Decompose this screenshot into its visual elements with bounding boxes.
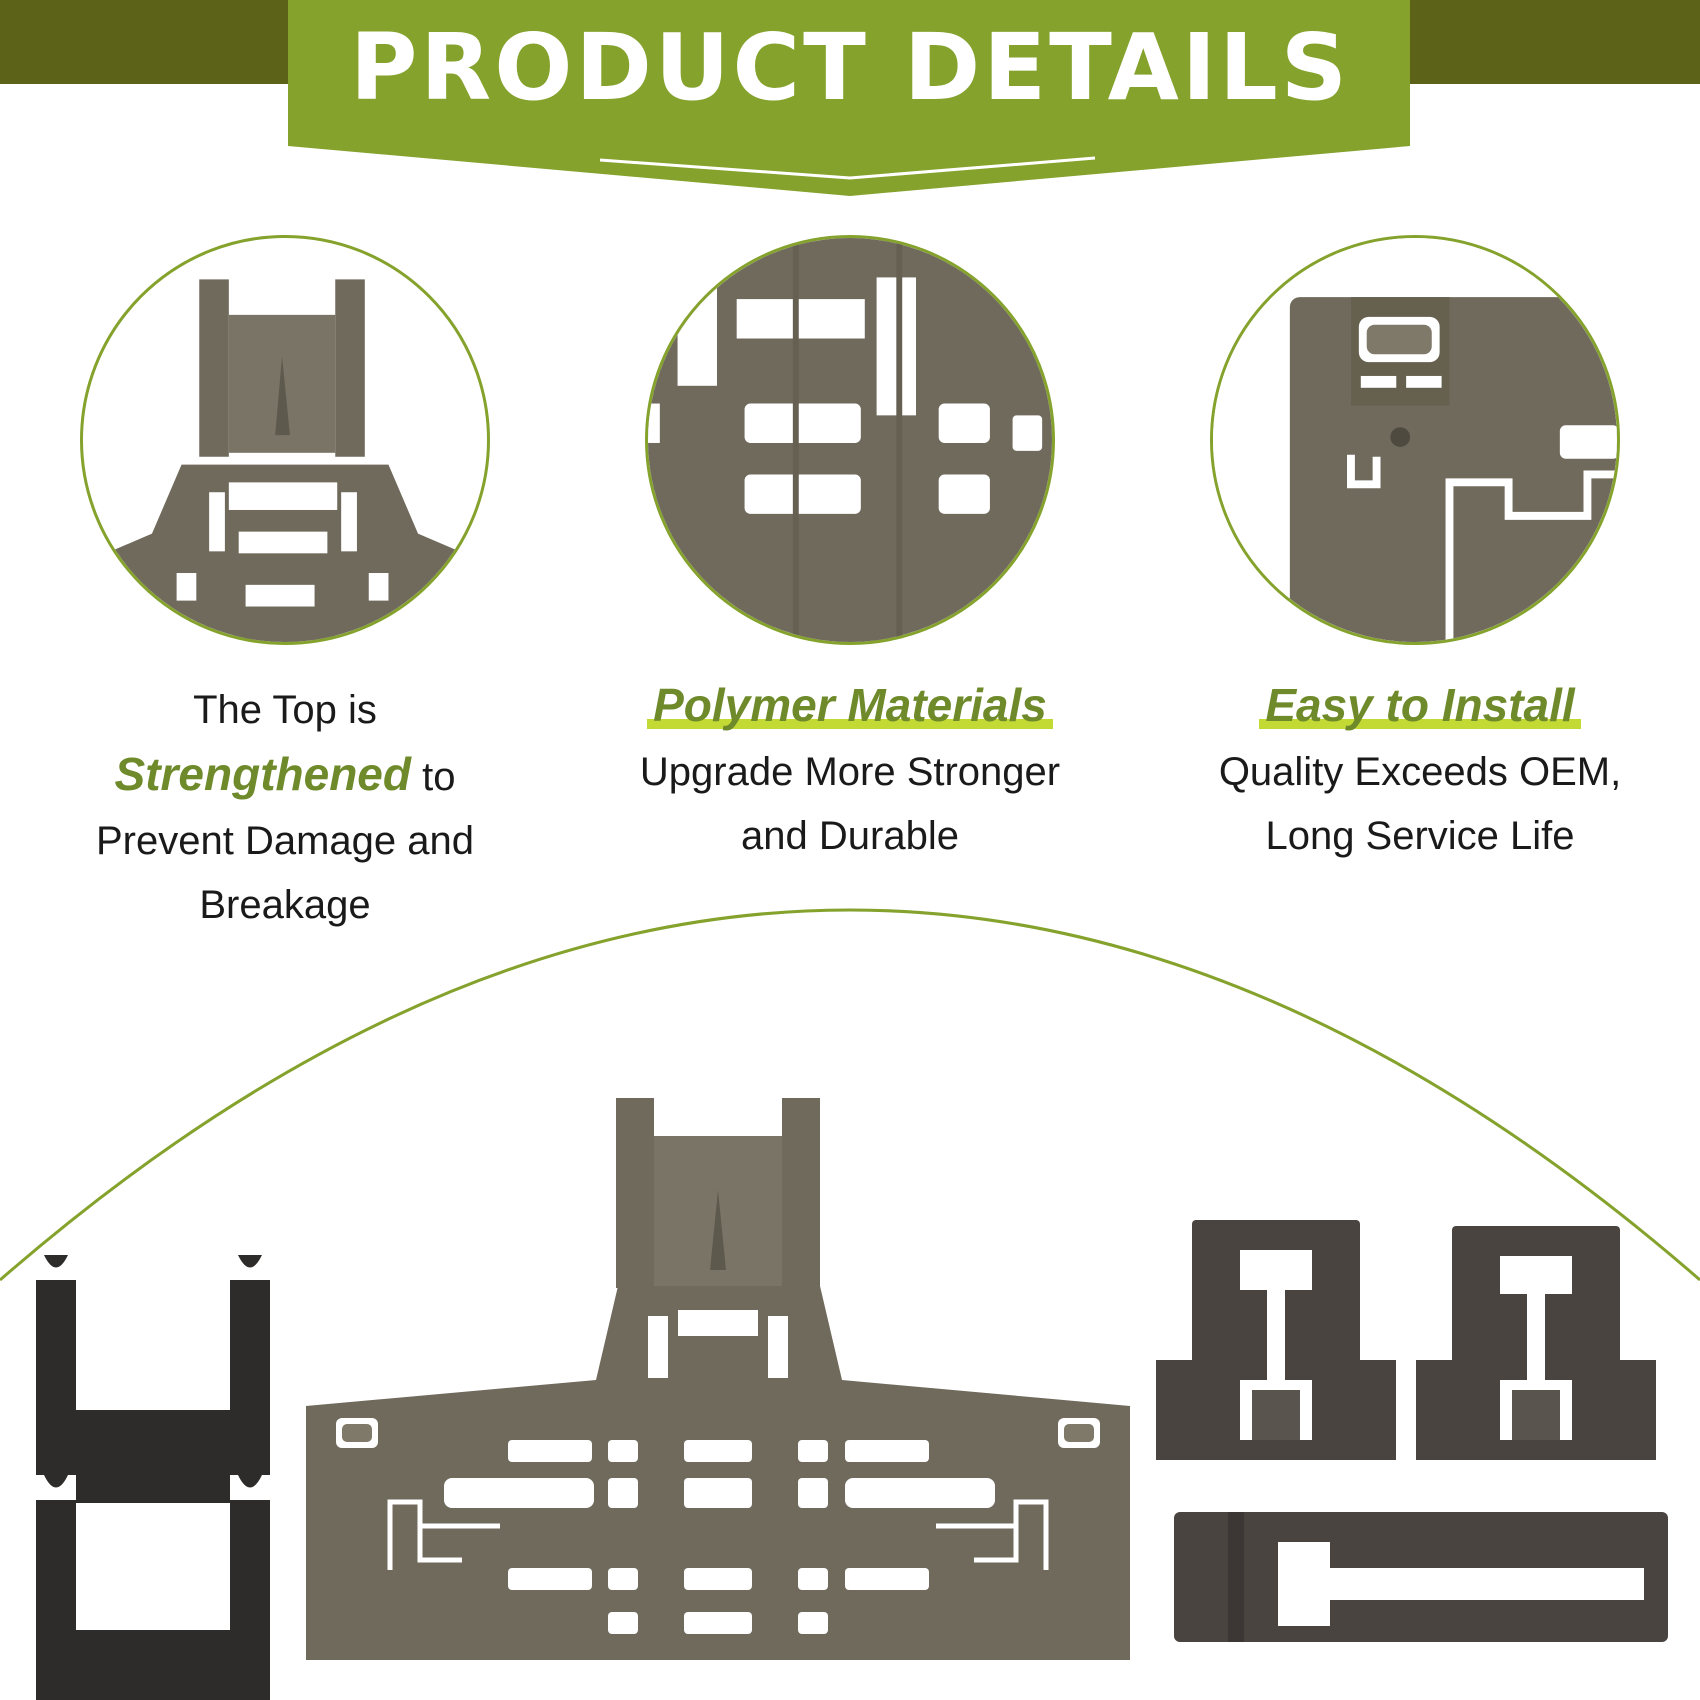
- detail-circle-install: [1210, 235, 1620, 645]
- caption-line: Upgrade More Stronger: [639, 750, 1061, 794]
- header-banner: [0, 0, 1700, 196]
- main-rack-adjuster: [306, 1098, 1130, 1660]
- feature-heading: Polymer Materials: [647, 675, 1053, 735]
- page-title: PRODUCT DETAILS: [350, 14, 1350, 121]
- black-clip-upper: [36, 1255, 270, 1503]
- feature-caption-install: Easy to Install Quality Exceeds OEM, Lon…: [1170, 675, 1670, 868]
- caption-emphasis: Strengthened: [114, 748, 411, 800]
- caption-line: The Top is: [193, 688, 377, 732]
- detail-circle-top: [80, 235, 490, 645]
- feature-heading: Easy to Install: [1259, 675, 1582, 735]
- black-clip-lower: [36, 1475, 270, 1700]
- product-parts-illustration: [36, 1098, 1668, 1700]
- decorative-arc: [0, 908, 1700, 1282]
- feature-caption-strengthened: The Top is Strengthened to Prevent Damag…: [40, 678, 530, 937]
- caption-text: to: [410, 755, 456, 799]
- brown-strap: [1174, 1512, 1668, 1642]
- brown-clip-right: [1416, 1226, 1656, 1460]
- caption-line: Strengthened to: [40, 742, 530, 809]
- detail-circle-material: [645, 235, 1055, 645]
- brown-clip-left: [1156, 1220, 1396, 1460]
- caption-line: Long Service Life: [1265, 814, 1575, 858]
- caption-line: Prevent Damage and: [95, 819, 474, 863]
- caption-line: and Durable: [741, 814, 959, 858]
- caption-line: Quality Exceeds OEM,: [1218, 750, 1622, 794]
- feature-caption-polymer: Polymer Materials Upgrade More Stronger …: [600, 675, 1100, 868]
- caption-line: Breakage: [199, 883, 371, 927]
